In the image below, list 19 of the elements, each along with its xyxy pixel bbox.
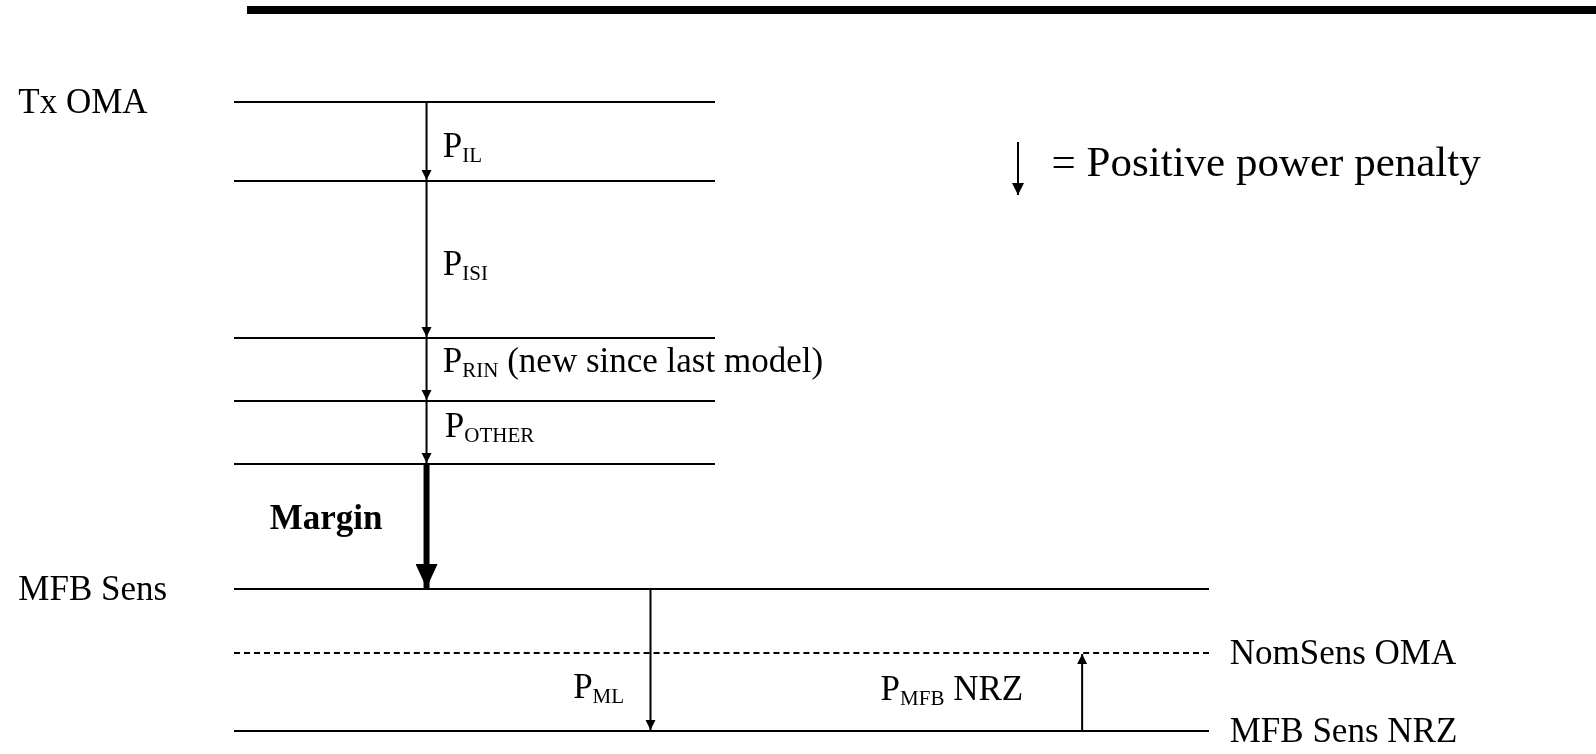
arrow bbox=[421, 181, 432, 338]
edge-label: Margin bbox=[269, 499, 383, 537]
edge-label: P$_{ISI}$ bbox=[442, 245, 488, 288]
arrow bbox=[645, 589, 656, 731]
arrow bbox=[421, 338, 432, 401]
thick-arrow bbox=[415, 465, 438, 588]
edge-label: P$_{MFB}$ NRZ bbox=[880, 670, 1024, 713]
edge-label: P$_{RIN}$ (new since last model) bbox=[442, 342, 824, 385]
level-label: NomSens OMA bbox=[1229, 634, 1457, 672]
arrow bbox=[1077, 653, 1088, 731]
level-label: MFB Sens bbox=[18, 570, 168, 608]
edge-label: P$_{IL}$ bbox=[442, 127, 483, 170]
edge-label: P$_{ML}$ bbox=[573, 668, 625, 711]
arrow bbox=[421, 401, 432, 464]
legend-label: = Positive power penalty bbox=[1051, 139, 1481, 185]
level-label: Tx OMA bbox=[18, 83, 148, 121]
edge-label: P$_{OTHER}$ bbox=[444, 407, 535, 450]
level-label: MFB Sens NRZ bbox=[1229, 712, 1458, 750]
arrow bbox=[421, 102, 432, 181]
